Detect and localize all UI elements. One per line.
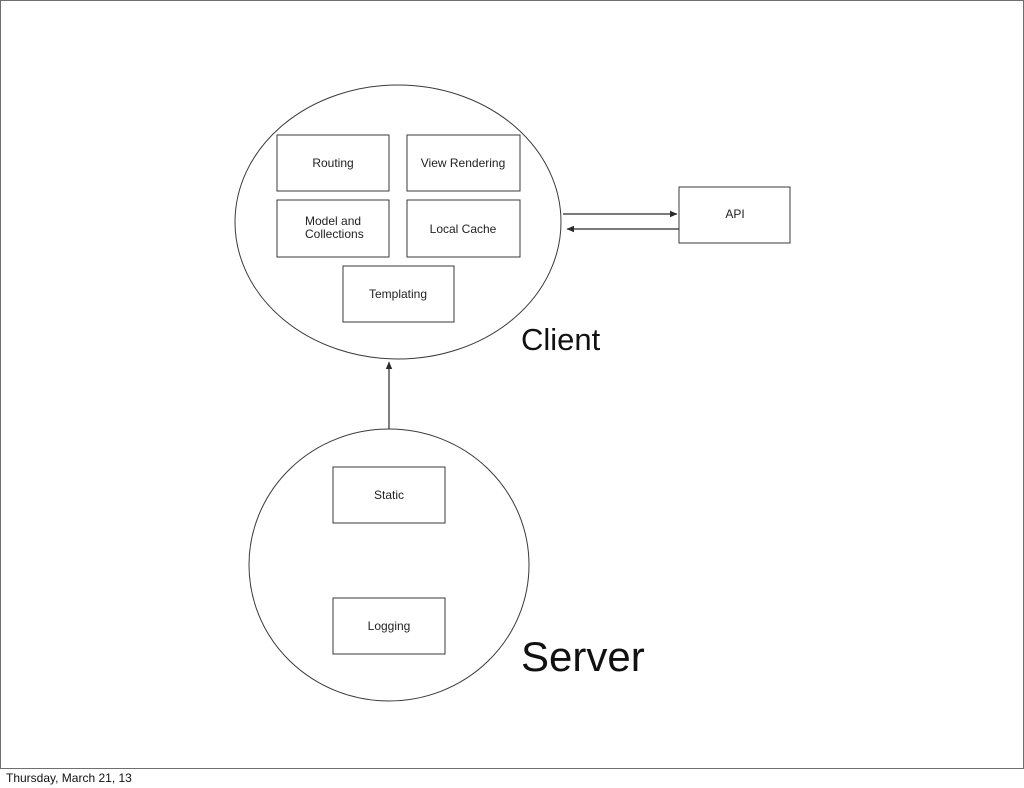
logging-box: Logging: [332, 597, 446, 655]
static-label: Static: [374, 488, 404, 502]
view-rendering-box: View Rendering: [406, 134, 521, 192]
api-label: API: [725, 207, 744, 221]
api-box: API: [678, 186, 791, 244]
local-cache-label: Local Cache: [430, 222, 497, 236]
templating-box: Templating: [342, 265, 455, 323]
model-collections-box: Model and Collections: [276, 199, 390, 258]
model-collections-label-line2: Collections: [305, 227, 364, 241]
view-rendering-label: View Rendering: [421, 156, 506, 170]
logging-label: Logging: [368, 619, 411, 633]
footer-bar: Thursday, March 21, 13: [0, 768, 1024, 788]
model-collections-label-line1: Model and: [305, 214, 361, 228]
routing-box: Routing: [276, 134, 390, 192]
architecture-diagram: Routing View Rendering Model and Collect…: [234, 84, 791, 702]
templating-label: Templating: [369, 287, 427, 301]
local-cache-box: Local Cache: [406, 199, 521, 258]
static-box: Static: [332, 466, 446, 524]
client-label: Client: [521, 322, 601, 357]
server-label: Server: [521, 633, 645, 680]
routing-label: Routing: [312, 156, 353, 170]
footer-date: Thursday, March 21, 13: [6, 771, 132, 785]
